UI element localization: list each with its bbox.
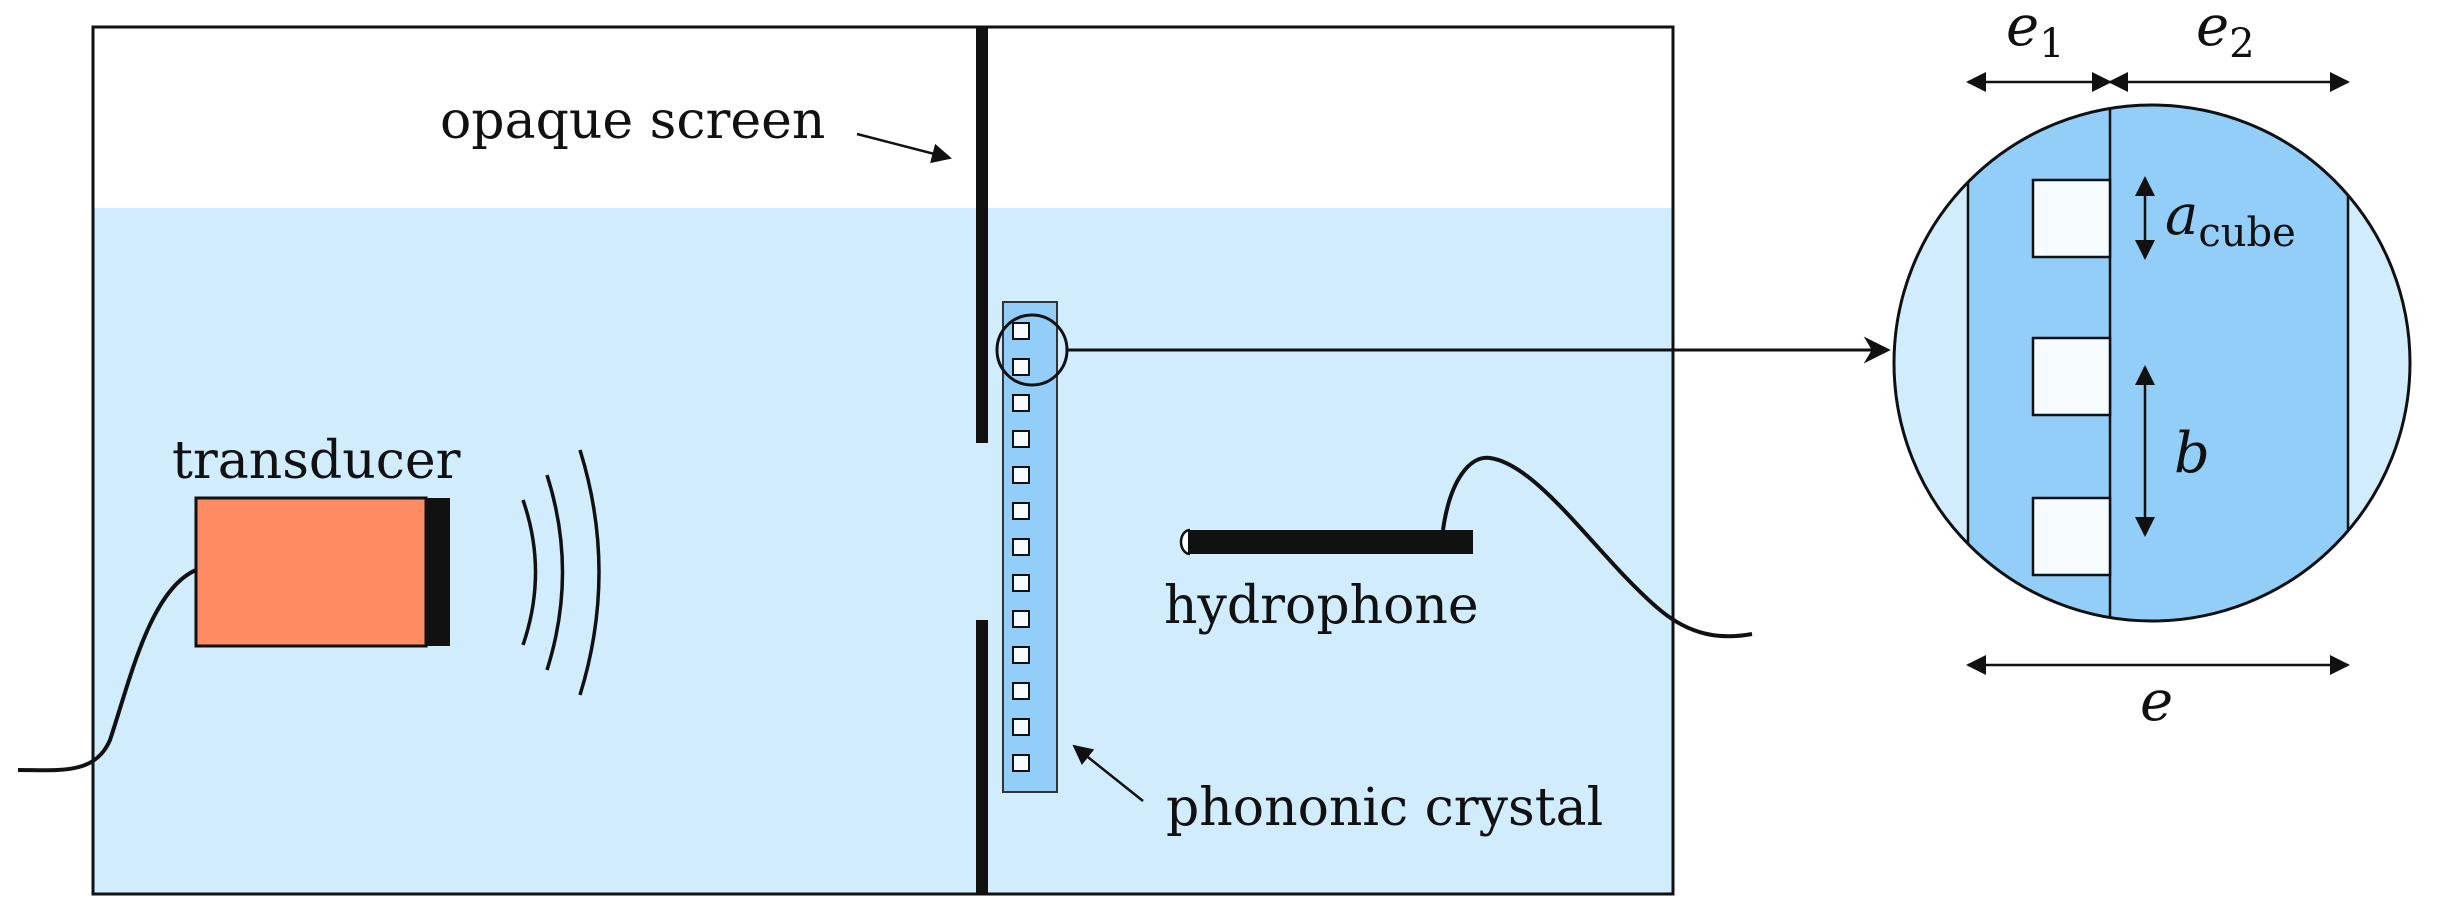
cube: [1012, 322, 1030, 340]
opaque-screen-pointer: [856, 132, 952, 164]
hydrophone-body: [1188, 530, 1473, 554]
cube: [1012, 538, 1030, 556]
sound-wave: [521, 499, 538, 646]
cube: [1012, 394, 1030, 412]
hydrophone-label: hydrophone: [1164, 576, 1479, 636]
magnified-circle-outline: [1892, 103, 2412, 623]
opaque-screen-lower: [976, 620, 988, 894]
opaque-screen-upper: [976, 27, 988, 443]
transducer: [17, 496, 450, 773]
cube: [1012, 466, 1030, 484]
phononic-crystal-label: phononic crystal: [1166, 778, 1603, 838]
b-label: b: [2174, 421, 2210, 486]
magnified-cube: [2031, 496, 2112, 577]
cube: [1012, 610, 1030, 628]
magnified-slab: [1968, 105, 2348, 621]
crystal-cubes: [1012, 322, 1030, 772]
cube: [1012, 502, 1030, 520]
hydrophone: [1179, 455, 1753, 639]
hydrophone-cable: [1441, 455, 1753, 639]
transducer-body: [194, 496, 428, 648]
a-cube-label: acube: [2165, 183, 2296, 256]
magnified-cube: [2031, 336, 2112, 417]
cube: [1012, 754, 1030, 772]
cube: [1012, 718, 1030, 736]
phononic-crystal: [995, 301, 1069, 793]
cube: [1012, 574, 1030, 592]
magnified-cube: [2031, 178, 2112, 259]
transducer-face: [426, 498, 450, 646]
cube: [1012, 646, 1030, 664]
magnified-content: [1894, 105, 2410, 621]
magnified-view: acube b e1 e2 e: [1892, 0, 2412, 734]
opaque-screen-label: opaque screen: [440, 91, 825, 151]
hydrophone-tip: [1179, 528, 1191, 556]
transducer-label: transducer: [172, 431, 461, 491]
e-label: e: [2140, 669, 2173, 734]
e2-label: e2: [2196, 0, 2255, 67]
cube: [1012, 682, 1030, 700]
tank-outline: [91, 25, 1675, 896]
transducer-cable: [17, 568, 197, 773]
sound-wave: [545, 474, 565, 671]
phononic-crystal-pointer: [1072, 744, 1144, 802]
e1-label: e1: [2006, 0, 2065, 67]
cube: [1012, 358, 1030, 376]
sound-wave: [578, 449, 601, 696]
opaque-screen: [976, 27, 988, 894]
sound-waves: [521, 449, 601, 696]
cube: [1012, 430, 1030, 448]
